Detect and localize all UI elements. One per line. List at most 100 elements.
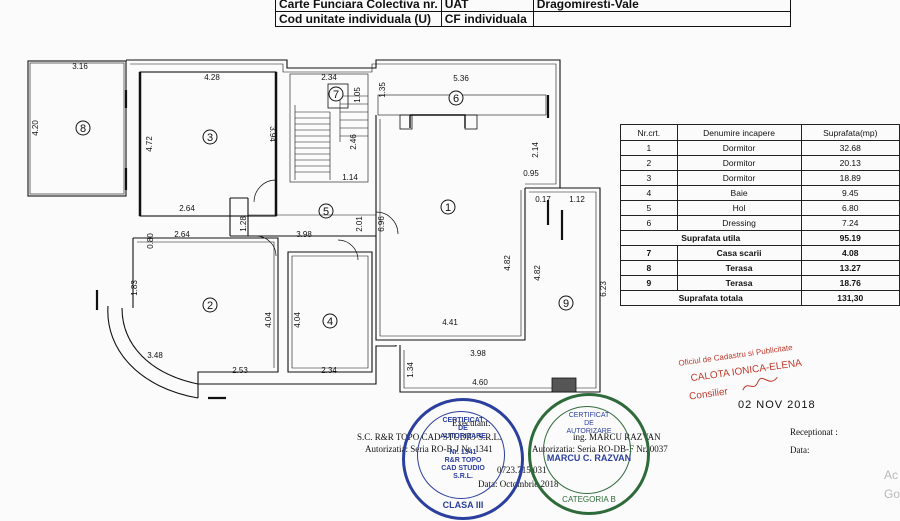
cadastral-header-table: Carte Funciara Colectiva nr. UAT Dragomi… — [275, 0, 791, 27]
reception-date-label: Data: — [790, 445, 810, 455]
table-cell: 32.68 — [800, 140, 900, 156]
table-cell: 4 — [620, 185, 678, 201]
table-cell: 131,30 — [800, 290, 900, 306]
table-cell: 95.19 — [800, 230, 900, 246]
dimension-label: 4.60 — [472, 378, 488, 387]
dimension-label: 4.41 — [442, 318, 458, 327]
stamp-category: CATEGORIA B — [562, 495, 616, 504]
stamp-line: AUTORIZARE — [566, 428, 612, 435]
dimension-label: 6.23 — [599, 281, 608, 297]
column-header: Denumire incapere — [676, 124, 802, 141]
dimension-label: 1.28 — [239, 216, 248, 232]
watermark-line: Go — [883, 487, 900, 501]
room-number: 1 — [445, 202, 451, 214]
table-cell: 9 — [620, 275, 678, 291]
table-cell: Dormitor — [676, 170, 802, 186]
engineer-stamp: CERTIFICAT DE AUTORIZARE MARCU C. RAZVAN… — [528, 393, 650, 515]
room-number: 7 — [333, 89, 339, 101]
dimension-label: 6.96 — [377, 216, 386, 232]
dimension-label: 3.16 — [72, 62, 88, 71]
room-number: 3 — [207, 132, 213, 144]
header-row: Carte Funciara Colectiva nr. UAT Dragomi… — [275, 0, 791, 12]
dimension-label: 4.72 — [145, 136, 154, 152]
dimension-label: 5.36 — [453, 74, 469, 83]
table-cell: 6.80 — [800, 200, 900, 216]
room-number: 8 — [80, 123, 86, 135]
floor-plan: 1 2 3 4 5 6 7 8 9 3.16 4.28 2.34 5.36 4.… — [27, 59, 608, 400]
dimension-label: 2.64 — [179, 204, 195, 213]
dimension-label: 2.46 — [349, 134, 358, 150]
stamp-class: CLASA III — [442, 500, 484, 510]
table-cell: Terasa — [676, 260, 802, 276]
dimension-label: 2.34 — [321, 366, 337, 375]
stamp-line: S.R.L. — [453, 473, 473, 480]
room-areas-table: Nr.crt. Denumire incapere Suprafata(mp) … — [620, 124, 900, 306]
table-cell: Dressing — [676, 215, 802, 231]
dimension-label: 0.95 — [523, 169, 539, 178]
table-cell: Hol — [676, 200, 802, 216]
company-stamp: CERTIFICAT DE AUTORIZARE Nr. 1341 R&R TO… — [402, 398, 524, 520]
table-cell: Dormitor — [676, 140, 802, 156]
table-cell: Suprafata utila — [620, 230, 802, 246]
watermark-line: Ac — [883, 468, 898, 482]
table-cell: 5 — [620, 200, 678, 216]
table-cell: 13.27 — [800, 260, 900, 276]
stamp-line: AUTORIZARE — [440, 433, 486, 440]
stamp-line: CERTIFICAT — [442, 417, 484, 424]
table-cell: 1 — [620, 140, 678, 156]
dimension-label: 1.35 — [378, 82, 387, 98]
dimension-label: 3.98 — [296, 230, 312, 239]
dimension-label: 4.82 — [503, 255, 512, 271]
table-cell: Terasa — [676, 275, 802, 291]
table-cell: 6 — [620, 215, 678, 231]
dimension-label: 1.12 — [569, 195, 585, 204]
dimension-label: 4.04 — [264, 312, 273, 328]
table-cell: 4.08 — [800, 245, 900, 261]
dimension-label: 1.83 — [130, 280, 139, 296]
stamp-line: R&R TOPO — [444, 457, 482, 464]
activation-watermark: Ac Go — [884, 466, 900, 504]
dimension-label: 1.05 — [353, 87, 362, 103]
dimension-label: 4.04 — [293, 312, 302, 328]
table-cell: 2 — [620, 155, 678, 171]
signature-icon — [742, 376, 778, 391]
table-cell: 9.45 — [800, 185, 900, 201]
stamp-line: DE — [584, 420, 594, 427]
table-cell: Dormitor — [676, 155, 802, 171]
subtotal-row: Suprafata utila 95.19 — [620, 230, 900, 246]
stamp-line: DE — [458, 425, 468, 432]
table-cell: 18.76 — [800, 275, 900, 291]
dimension-label: 0.17 — [535, 195, 551, 204]
room-number: 2 — [207, 300, 213, 312]
table-cell: Casa scarii — [676, 245, 802, 261]
dimension-label: 4.82 — [533, 265, 542, 281]
dimension-label: 0.80 — [146, 233, 155, 249]
ocpi-role: Consilier — [688, 386, 729, 403]
ocpi-date: 02 NOV 2018 — [738, 399, 816, 411]
stamp-line: CERTIFICAT — [568, 412, 610, 419]
column-header: Nr.crt. — [620, 124, 678, 141]
table-cell: Suprafata totala — [620, 290, 802, 306]
total-row: Suprafata totala 131,30 — [620, 290, 900, 306]
room-number: 5 — [323, 206, 329, 218]
stamp-holder-name: MARCU C. RAZVAN — [546, 453, 632, 463]
stamp-line: Nr. 1341 — [449, 449, 477, 456]
header-cell: CF individuala — [440, 11, 534, 27]
ocpi-stamp: Oficiul de Cadastru si Publicitate CALOT… — [674, 337, 842, 429]
dimension-label: 2.01 — [355, 216, 364, 232]
header-cell — [532, 11, 791, 27]
room-number: 9 — [563, 298, 569, 310]
table-cell: 8 — [620, 260, 678, 276]
dimension-label: 2.14 — [531, 142, 540, 158]
dimension-label: 3.48 — [147, 351, 163, 360]
dimension-label: 4.20 — [31, 120, 40, 136]
room-number: 6 — [453, 93, 459, 105]
room-number: 4 — [327, 316, 333, 328]
